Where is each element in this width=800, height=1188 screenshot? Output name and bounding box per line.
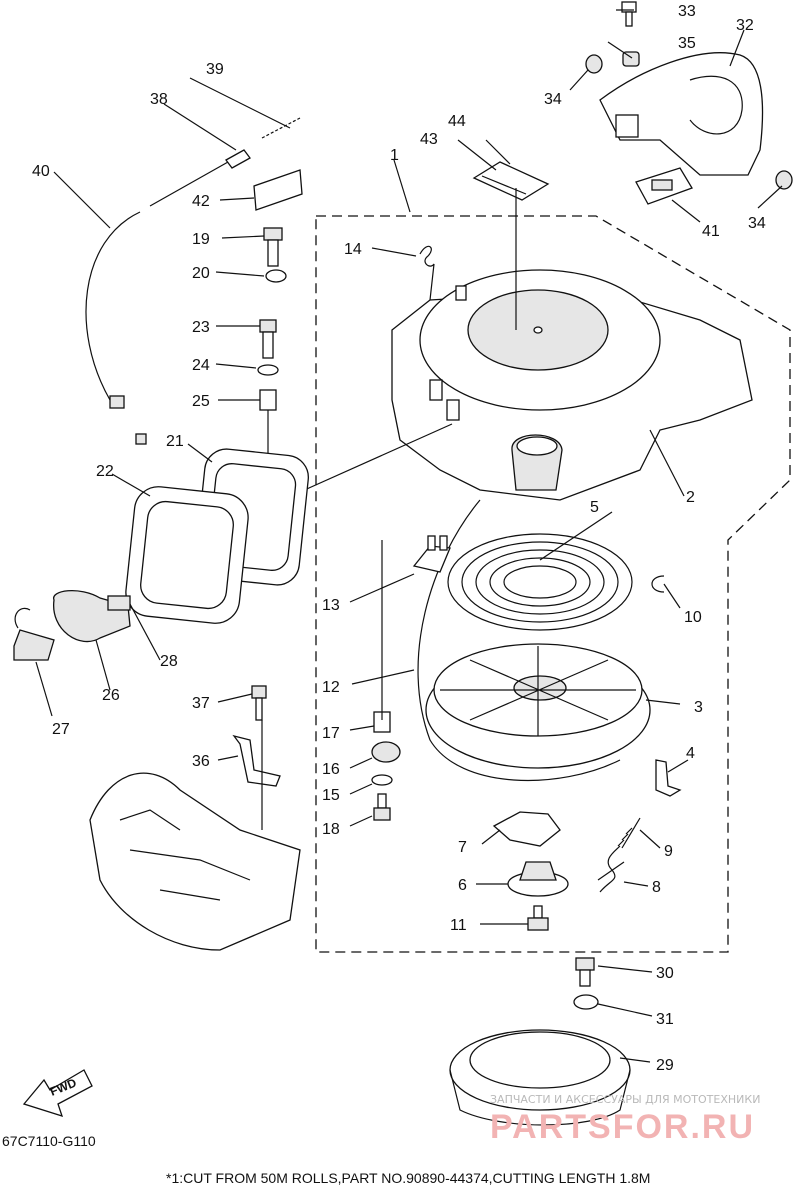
callout-11: 11 — [450, 917, 467, 934]
footnote: *1:CUT FROM 50M ROLLS,PART NO.90890-4437… — [166, 1170, 650, 1186]
part-bracket-36 — [232, 734, 281, 787]
callout-16: 16 — [322, 761, 340, 778]
part-label-42 — [253, 169, 303, 211]
part-washer-20 — [265, 269, 287, 283]
callout-8: 8 — [652, 879, 661, 896]
part-bolt-33 — [621, 1, 637, 27]
engine-block-fragment — [89, 772, 301, 951]
callout-33: 33 — [678, 3, 696, 20]
callout-23: 23 — [192, 319, 210, 336]
part-seal-22 — [125, 486, 249, 624]
callout-2: 2 — [686, 489, 695, 506]
part-guide-13 — [412, 535, 451, 573]
part-pawl-4 — [655, 759, 682, 797]
part-spring-8 — [597, 845, 625, 893]
callout-31: 31 — [656, 1011, 674, 1028]
callout-34-left: 34 — [544, 91, 562, 108]
part-washer-24 — [257, 364, 279, 376]
callout-21: 21 — [166, 433, 184, 450]
part-starter-housing — [391, 269, 753, 501]
part-cap-6 — [507, 861, 569, 897]
callout-19: 19 — [192, 231, 210, 248]
callout-12: 12 — [322, 679, 340, 696]
diagram-code: 67C7110-G110 — [2, 1133, 96, 1149]
callout-40: 40 — [32, 163, 50, 180]
callout-18: 18 — [322, 821, 340, 838]
watermark-tagline: ЗАПЧАСТИ И АКСЕССУАРЫ ДЛЯ МОТОТЕХНИКИ — [490, 1093, 760, 1106]
part-collar-25 — [259, 389, 277, 411]
part-plate-41 — [635, 167, 693, 205]
callout-30: 30 — [656, 965, 674, 982]
callout-6: 6 — [458, 877, 467, 894]
callout-7: 7 — [458, 839, 467, 856]
part-clip-10 — [651, 575, 665, 593]
part-grommet-34-left — [585, 54, 603, 74]
callout-4: 4 — [686, 745, 695, 762]
callout-17: 17 — [322, 725, 340, 742]
part-spring-14 — [419, 245, 435, 301]
callout-27: 27 — [52, 721, 70, 738]
part-recoil-spring — [447, 533, 633, 631]
part-washer-31 — [573, 994, 599, 1010]
part-bolt-19 — [263, 227, 283, 267]
part-bolt-23 — [259, 319, 277, 359]
callout-labels: 1 2 3 4 5 6 7 8 9 10 11 12 13 14 15 16 1… — [32, 3, 766, 1074]
callout-9: 9 — [664, 843, 673, 860]
callout-29: 29 — [656, 1057, 674, 1074]
callout-3: 3 — [694, 699, 703, 716]
part-label-sticker-43-44 — [472, 161, 550, 201]
watermark-logo: PARTSFOR.RU — [490, 1108, 755, 1146]
callout-20: 20 — [192, 265, 210, 282]
callout-22: 22 — [96, 463, 114, 480]
callout-32: 32 — [736, 17, 754, 34]
callout-39: 39 — [206, 61, 224, 78]
callout-1: 1 — [390, 147, 399, 164]
assembly-boundary — [315, 215, 791, 953]
callout-38: 38 — [150, 91, 168, 108]
callout-43: 43 — [420, 131, 438, 148]
callout-42: 42 — [192, 193, 210, 210]
callout-34-right: 34 — [748, 215, 766, 232]
callout-36: 36 — [192, 753, 210, 770]
part-cable-38-39-40 — [85, 117, 301, 445]
part-plate-7 — [492, 811, 561, 847]
leader-lines — [35, 9, 783, 1063]
part-grommet-34-right — [775, 170, 793, 190]
part-bolt-30 — [575, 957, 595, 987]
fwd-arrow: FWD — [22, 1069, 93, 1118]
callout-25: 25 — [192, 393, 210, 410]
part-starter-cover — [599, 52, 764, 176]
part-bolt-11 — [527, 905, 549, 931]
part-nut-35 — [622, 51, 640, 67]
part-bolt-37 — [251, 685, 267, 721]
callout-24: 24 — [192, 357, 210, 374]
callout-5: 5 — [590, 499, 599, 516]
part-grommet-16 — [371, 741, 401, 763]
part-pulley-29 — [449, 1029, 631, 1126]
part-spring-9 — [617, 817, 641, 849]
part-grip-27 — [13, 607, 55, 661]
callout-44: 44 — [448, 113, 466, 130]
part-washer-15 — [371, 774, 393, 786]
callout-26: 26 — [102, 687, 120, 704]
part-starter-handle — [53, 589, 131, 643]
callout-14: 14 — [344, 241, 362, 258]
callout-28: 28 — [160, 653, 178, 670]
part-rope-run — [299, 423, 453, 493]
callout-35: 35 — [678, 35, 696, 52]
callout-13: 13 — [322, 597, 340, 614]
callout-10: 10 — [684, 609, 702, 626]
callout-37: 37 — [192, 695, 210, 712]
callout-41: 41 — [702, 223, 720, 240]
part-sheave-drum — [425, 643, 651, 769]
part-bolt-18 — [373, 793, 391, 821]
callout-15: 15 — [322, 787, 340, 804]
